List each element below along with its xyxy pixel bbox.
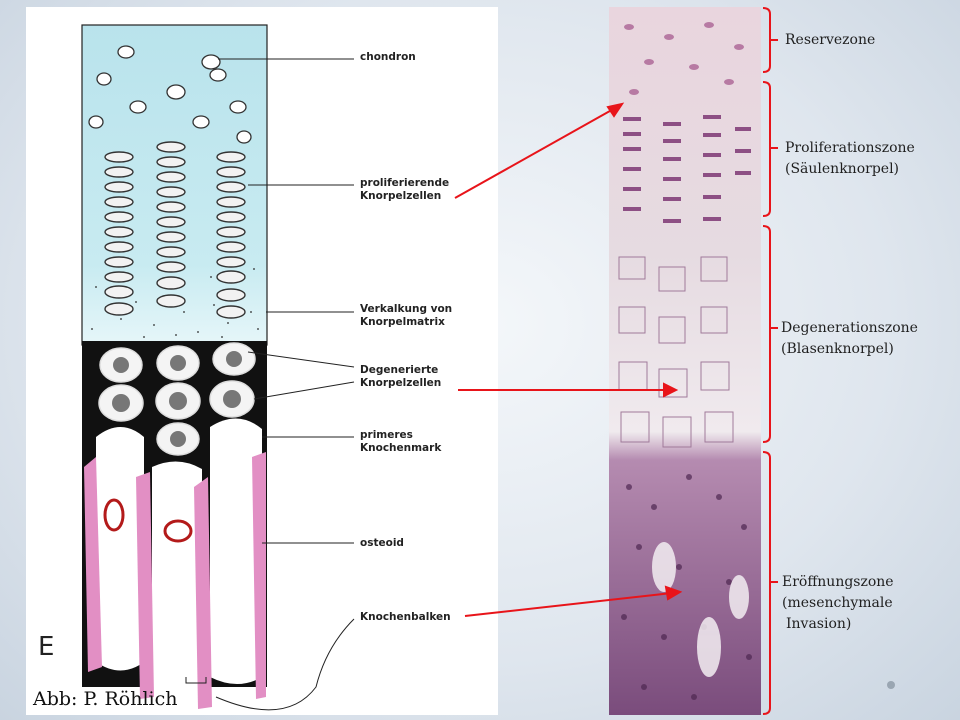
histology-svg: [609, 7, 761, 715]
zone-label-proliferation-line1: Proliferationszone: [785, 140, 915, 156]
label-proliferating: proliferierende Knorpelzellen: [360, 177, 449, 203]
column-cells: [623, 115, 751, 223]
label-pointers: [185, 58, 355, 711]
zone-label-proliferation-line2: (Säulenknorpel): [785, 161, 900, 177]
label-calcification-line2: Knorpelmatrix: [360, 316, 445, 328]
reserve-cells: [624, 22, 744, 95]
histology-micrograph: [609, 7, 761, 715]
image-credit: Abb: P. Röhlich: [33, 688, 178, 710]
marrow-cavities: [96, 418, 262, 702]
marrow-spaces: [652, 542, 749, 677]
label-osteoid: osteoid: [360, 537, 404, 549]
chondron-cells: [88, 45, 252, 144]
zone-label-degeneration: Degenerationszone (Blasenknorpel): [781, 318, 918, 360]
label-primary-marrow: primeres Knochenmark: [360, 429, 441, 455]
blood-vessels: [103, 498, 193, 543]
label-degenerated: Degenerierte Knorpelzellen: [360, 364, 441, 390]
zone-label-opening-line2: (mesenchymale: [782, 595, 893, 611]
label-primary-marrow-line2: Knochenmark: [360, 442, 442, 454]
label-calcification: Verkalkung von Knorpelmatrix: [360, 303, 452, 329]
zone-label-opening: Eröffnungszone (mesenchymale Invasion): [782, 572, 894, 635]
label-degenerated-line2: Knorpelzellen: [360, 377, 442, 389]
degenerated-nuclei: [112, 351, 242, 447]
bone-trabeculae: [84, 452, 266, 709]
zone-label-proliferation: Proliferationszone (Säulenknorpel): [785, 138, 915, 180]
zone-brackets: [762, 7, 778, 715]
schematic-figure: chondron proliferierende Knorpelzellen V…: [26, 7, 498, 715]
zone-label-reserve: Reservezone: [785, 32, 876, 48]
zone-label-opening-line3: Invasion): [786, 616, 852, 632]
proliferating-columns: [104, 141, 246, 319]
zone-label-degeneration-line2: (Blasenknorpel): [781, 341, 894, 357]
schematic-svg: [81, 24, 355, 711]
zone-label-opening-line1: Eröffnungszone: [782, 574, 894, 590]
panel-letter: E: [38, 632, 55, 662]
zone-label-degeneration-line1: Degenerationszone: [781, 320, 918, 336]
label-degenerated-line1: Degenerierte: [360, 364, 439, 376]
label-trabeculae: Knochenbalken: [360, 611, 451, 623]
label-calcification-line1: Verkalkung von: [360, 303, 453, 315]
label-primary-marrow-line1: primeres: [360, 429, 413, 441]
label-proliferating-line2: Knorpelzellen: [360, 190, 442, 202]
label-chondron: chondron: [360, 51, 416, 63]
label-proliferating-line1: proliferierende: [360, 177, 450, 189]
slide-indicator-dot: [887, 681, 895, 689]
